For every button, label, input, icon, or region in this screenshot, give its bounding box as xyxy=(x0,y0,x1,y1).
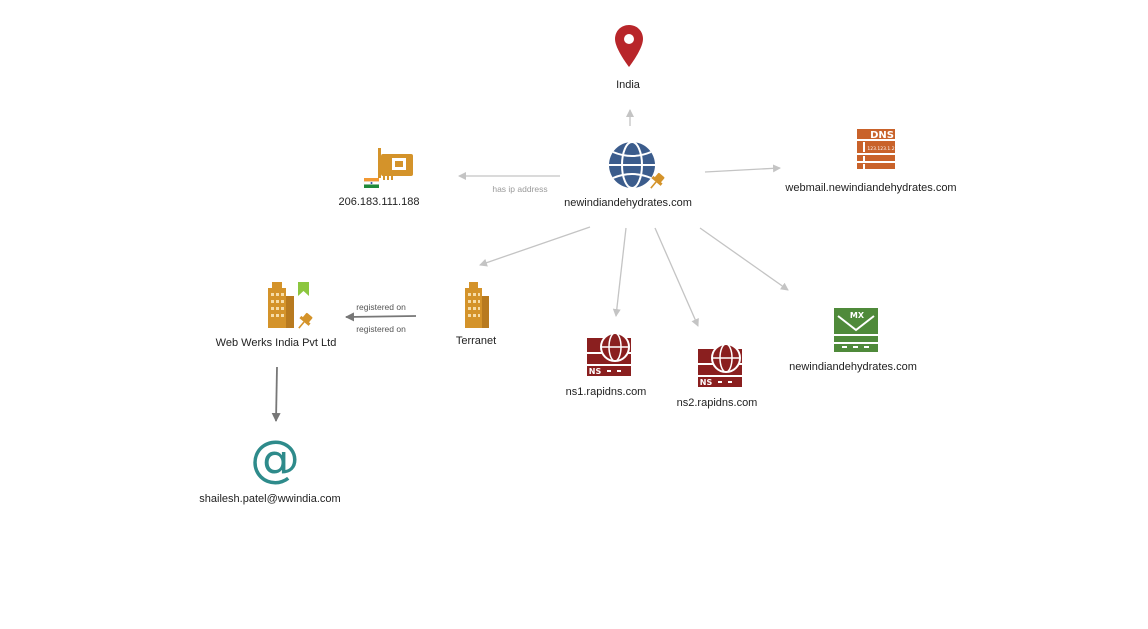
dns-badge-text: DNS xyxy=(870,130,894,141)
node-label: India xyxy=(616,79,640,91)
bookmark-icon xyxy=(298,282,309,296)
map-pin-icon xyxy=(615,25,643,67)
node-label: ns2.rapidns.com xyxy=(676,397,758,409)
dns-record-icon: DNS 123.123.1.2 xyxy=(857,129,895,169)
mx-record-icon: MX xyxy=(834,308,878,352)
dns-badge-subtext: 123.123.1.2 xyxy=(867,146,894,152)
globe-icon xyxy=(609,141,665,189)
building-icon xyxy=(465,282,489,328)
edge-label-has-ip: has ip address xyxy=(492,184,548,194)
at-sign-glyph: @ xyxy=(250,432,300,486)
ns-badge-text: NS xyxy=(589,367,602,376)
node-label: ns1.rapidns.com xyxy=(565,386,647,398)
network-card-icon xyxy=(363,148,413,188)
ns-badge-text: NS xyxy=(700,378,713,387)
edge-domain-mx[interactable] xyxy=(699,227,789,291)
node-label: Terranet xyxy=(455,335,497,347)
pin-icon xyxy=(298,312,313,329)
edge-label-registered-on: registered on xyxy=(356,302,406,312)
edge-domain-ns1[interactable] xyxy=(612,227,627,317)
edge-webwerks-email[interactable] xyxy=(271,366,281,422)
node-label: newindiandehydrates.com xyxy=(564,197,692,209)
edge-domain-ns2[interactable] xyxy=(654,227,699,327)
node-label: webmail.newindiandehydrates.com xyxy=(785,182,957,194)
edge-label-registered-on: registered on xyxy=(356,324,406,334)
node-label: newindiandehydrates.com xyxy=(789,361,917,373)
email-address-icon: @ xyxy=(250,432,300,486)
building-icon xyxy=(268,282,313,329)
edge-domain-terranet[interactable] xyxy=(479,226,591,267)
node-label: shailesh.patel@wwindia.com xyxy=(199,493,341,505)
edge-domain-webmail[interactable] xyxy=(704,164,781,173)
nameserver-icon: NS xyxy=(698,343,742,387)
nameserver-icon: NS xyxy=(587,332,631,376)
edge-terranet-webwerks[interactable] xyxy=(345,312,417,322)
node-label: Web Werks India Pvt Ltd xyxy=(215,337,337,349)
mx-badge-text: MX xyxy=(850,311,865,320)
node-label: 206.183.111.188 xyxy=(338,196,420,208)
